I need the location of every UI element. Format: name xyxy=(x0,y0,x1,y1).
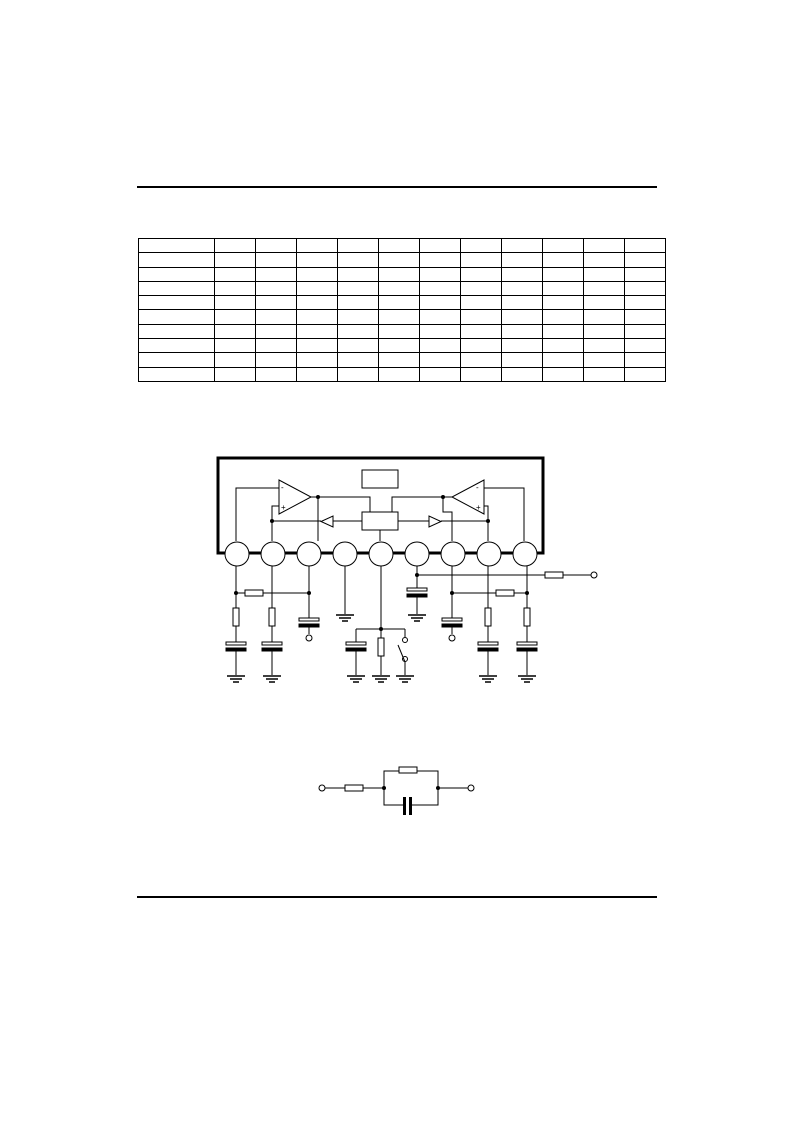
header-rule xyxy=(137,186,657,188)
left-op-amp-symbol xyxy=(278,479,313,515)
internal-junctions xyxy=(270,495,490,523)
resistor-symbol xyxy=(244,589,264,597)
footer-rule xyxy=(137,896,657,898)
network-wiring xyxy=(325,770,468,806)
resistor-symbol xyxy=(523,607,531,627)
resistor-symbol xyxy=(484,607,492,627)
table-row xyxy=(138,237,666,254)
ground-symbol xyxy=(372,675,390,683)
network-output-terminal xyxy=(467,784,475,792)
table-cell xyxy=(624,366,666,382)
ground-symbol xyxy=(518,675,536,683)
table-row xyxy=(138,323,666,340)
resistor-symbol xyxy=(495,589,515,597)
ground-symbol xyxy=(347,675,365,683)
table-row xyxy=(138,366,666,382)
resistors xyxy=(232,571,564,657)
ground-symbol xyxy=(263,675,281,683)
resistor-symbol xyxy=(544,571,564,579)
capacitor-symbol xyxy=(441,617,463,628)
terminal-symbol xyxy=(590,571,598,579)
capacitor-symbol xyxy=(477,641,499,652)
network-junctions xyxy=(382,786,440,790)
table-cell xyxy=(624,237,666,254)
capacitor-symbol xyxy=(345,641,367,652)
grounds xyxy=(227,614,536,683)
resistor-symbol xyxy=(377,637,385,657)
capacitor-symbol xyxy=(298,617,320,628)
ic-pin xyxy=(260,541,286,567)
right-op-amp-symbol xyxy=(450,479,485,515)
resistor-symbol xyxy=(232,607,240,627)
network-input-terminal xyxy=(318,784,326,792)
ic-pin xyxy=(476,541,502,567)
ground-symbol xyxy=(336,614,354,622)
feedback-network-diagram xyxy=(318,766,475,815)
series-resistor-symbol xyxy=(344,784,364,792)
capacitor-symbol xyxy=(225,641,247,652)
terminal-symbol xyxy=(448,634,456,642)
parallel-resistor-symbol xyxy=(398,766,418,774)
application-circuit-diagram: - + - + xyxy=(216,456,598,683)
table-row xyxy=(138,295,666,311)
ground-symbol xyxy=(396,675,414,683)
ic-pins xyxy=(224,541,538,567)
capacitor-symbol xyxy=(516,641,538,652)
parallel-capacitor-symbol xyxy=(403,797,412,815)
capacitor-symbol xyxy=(261,641,283,652)
ic-pin xyxy=(440,541,466,567)
external-junctions xyxy=(234,573,529,631)
right-op-amp-minus: - xyxy=(476,483,479,492)
left-op-amp-minus: - xyxy=(281,483,284,492)
internal-wiring xyxy=(235,487,525,541)
capacitors xyxy=(225,587,538,652)
switch-symbol xyxy=(397,637,408,663)
ic-pin xyxy=(512,541,538,567)
terminal-symbol xyxy=(305,634,313,642)
capacitor-symbol xyxy=(406,587,428,598)
left-op-amp-plus: + xyxy=(281,503,286,512)
table-row xyxy=(138,309,666,325)
ground-symbol xyxy=(408,614,426,622)
ground-symbol xyxy=(479,675,497,683)
pin-table xyxy=(138,237,666,382)
table-row xyxy=(138,252,666,268)
reference-block xyxy=(361,469,399,489)
ground-symbol xyxy=(227,675,245,683)
right-op-amp-plus: + xyxy=(476,503,481,512)
terminals xyxy=(305,571,598,642)
ic-pin xyxy=(224,541,250,567)
resistor-symbol xyxy=(268,607,276,627)
